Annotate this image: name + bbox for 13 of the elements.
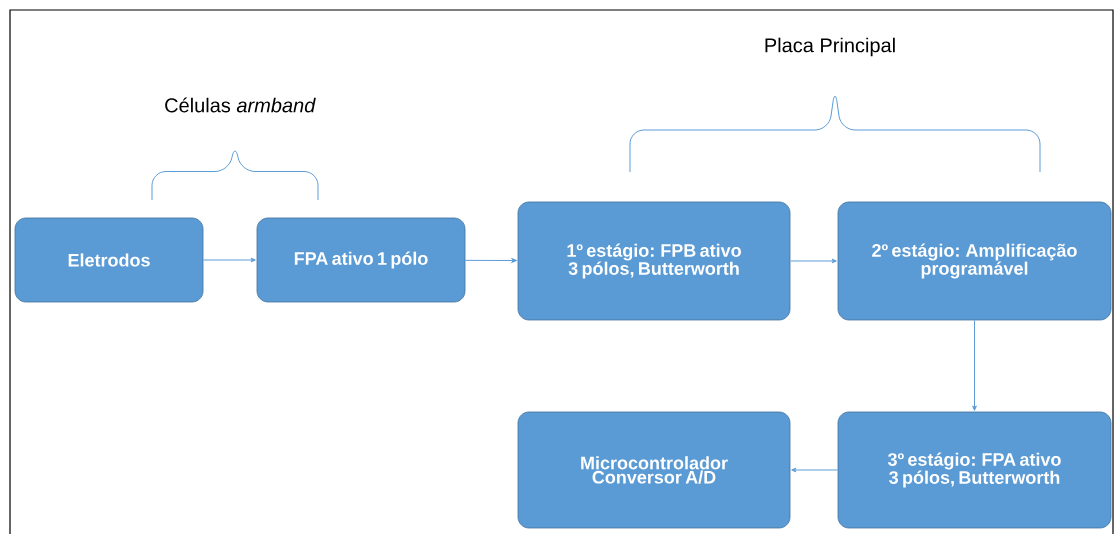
process-box: FPA ativo 1 pólo [256, 217, 466, 303]
arrow [791, 467, 839, 473]
process-box: 1º estágio: FPB ativo 3 pólos, Butterworth [517, 201, 791, 321]
process-box: Microcontrolador Conversor A/D [517, 411, 791, 529]
process-box: Eletrodos [14, 217, 204, 303]
group-label: Placa Principal [765, 37, 895, 57]
arrow [202, 257, 256, 263]
arrow [464, 258, 517, 263]
group-label: Células armband [165, 97, 316, 113]
process-box: 2º estágio: Amplificação programável [837, 201, 1112, 321]
arrow [972, 319, 977, 411]
process-box: 3º estágio: FPA ativo 3 pólos, Butterworth [837, 411, 1112, 529]
arrow [789, 258, 837, 264]
